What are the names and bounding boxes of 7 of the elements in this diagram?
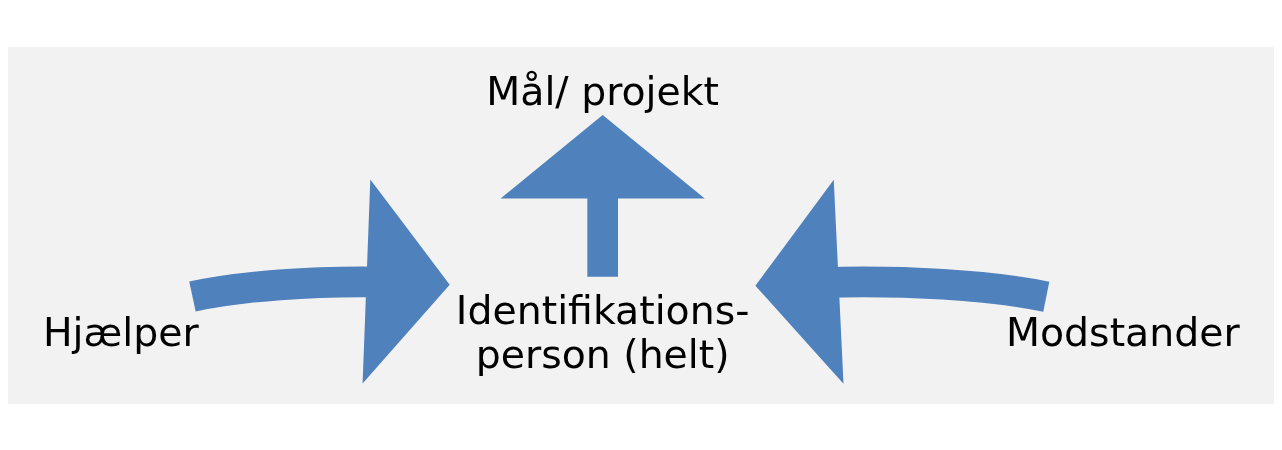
arrow	[189, 179, 450, 383]
node-text: Modstander	[1006, 308, 1240, 355]
node-text: Hjælper	[42, 308, 199, 355]
node-text: Mål/ projekt	[486, 67, 720, 114]
node-text: Identifikations- person (helt)	[455, 286, 750, 377]
arrow	[755, 179, 1050, 384]
arrow	[500, 114, 705, 277]
